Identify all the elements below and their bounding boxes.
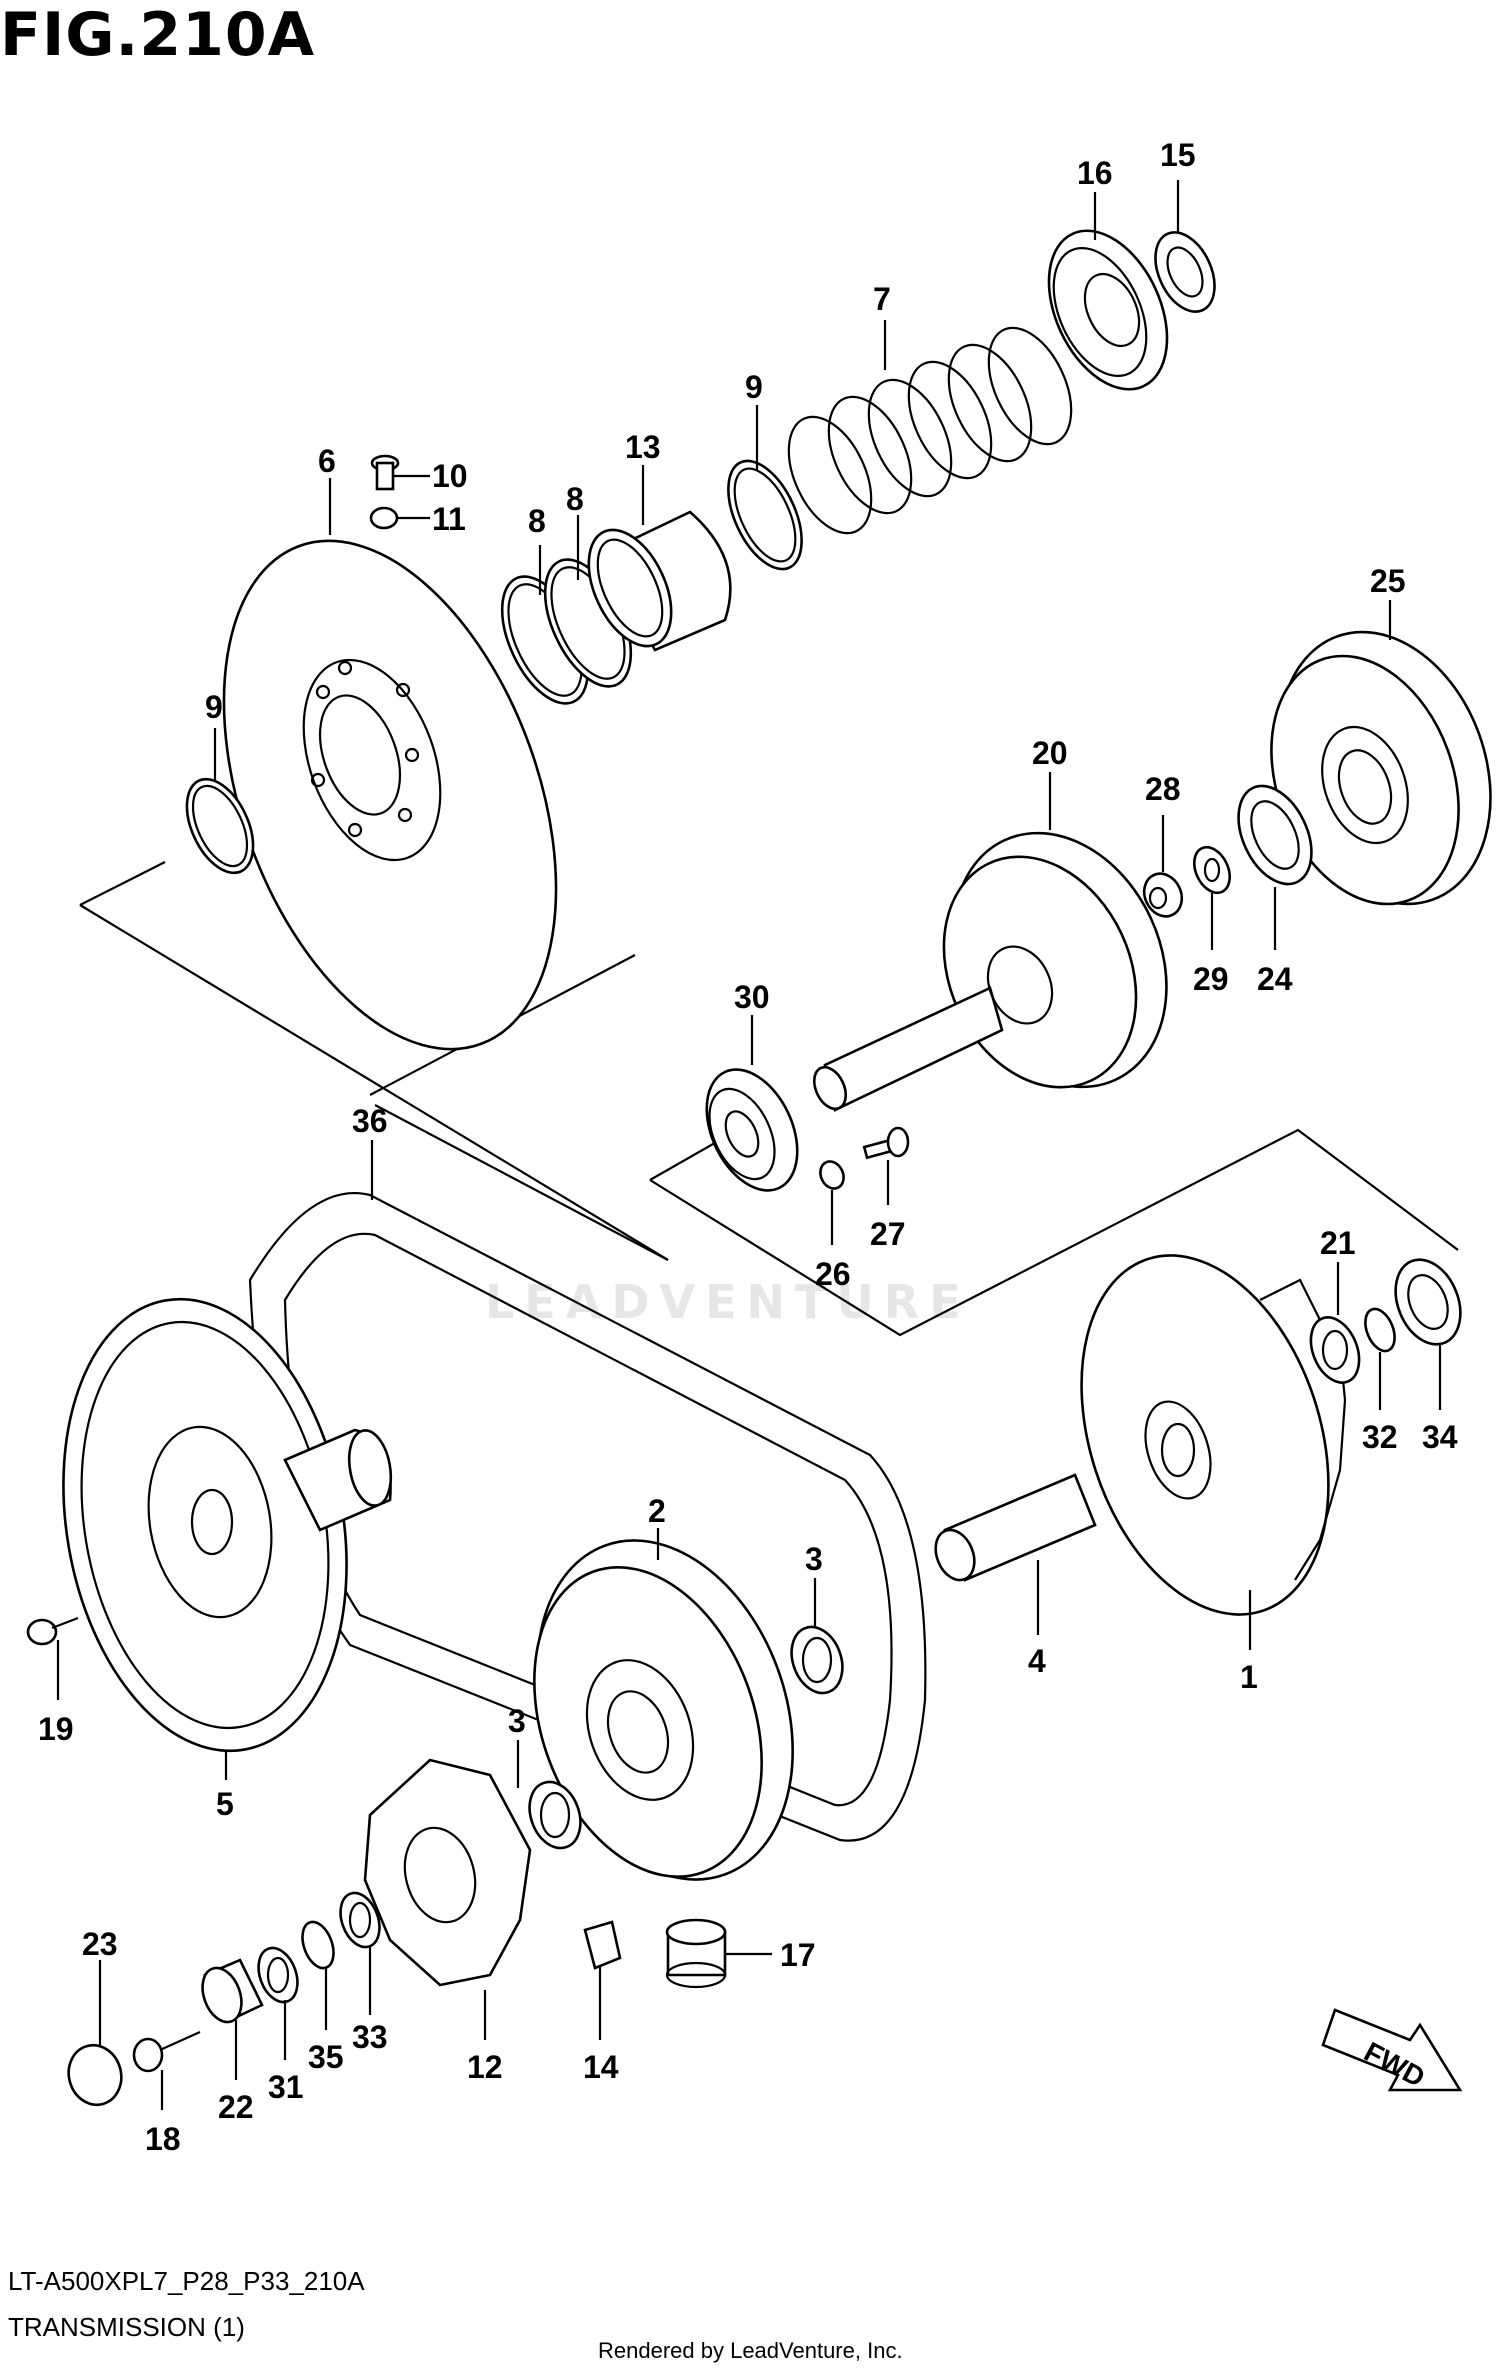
callout-20: 20 bbox=[1032, 735, 1068, 771]
callout-13: 13 bbox=[625, 429, 661, 465]
leader-lines bbox=[56, 180, 1442, 2110]
section-title: TRANSMISSION (1) bbox=[8, 2312, 245, 2342]
part-26-washer bbox=[819, 1160, 845, 1190]
callout-19: 19 bbox=[38, 1711, 74, 1747]
part-27-screw bbox=[862, 1126, 910, 1160]
part-32-o-ring bbox=[1364, 1307, 1396, 1353]
callout-4: 4 bbox=[1028, 1643, 1046, 1679]
callout-12: 12 bbox=[467, 2049, 503, 2085]
model-code: LT-A500XPL7_P28_P33_210A bbox=[8, 2266, 365, 2296]
callout-9-left: 9 bbox=[205, 689, 223, 725]
part-2-driven-pulley bbox=[533, 1539, 794, 1881]
callout-31: 31 bbox=[268, 2069, 304, 2105]
callout-8-right: 8 bbox=[566, 481, 584, 517]
watermark: LEADVENTURE bbox=[485, 1275, 971, 1329]
callout-35: 35 bbox=[308, 2039, 344, 2075]
part-3-bushing-lower bbox=[528, 1780, 582, 1850]
part-10-pin bbox=[370, 454, 400, 491]
callout-28: 28 bbox=[1145, 771, 1181, 807]
part-16-spring-seat bbox=[1047, 229, 1169, 391]
callout-26: 26 bbox=[815, 1256, 851, 1292]
callout-22: 22 bbox=[218, 2089, 254, 2125]
part-4-spacer bbox=[934, 1473, 1097, 1582]
callout-3-lower: 3 bbox=[508, 1703, 526, 1739]
callout-27: 27 bbox=[870, 1216, 906, 1252]
part-13-sleeve bbox=[587, 510, 732, 652]
figure-title: FIG.210A bbox=[0, 0, 316, 70]
callout-33: 33 bbox=[352, 2019, 388, 2055]
callout-15: 15 bbox=[1160, 137, 1196, 173]
part-9-ring-upper bbox=[727, 459, 803, 571]
part-24-bearing bbox=[1237, 784, 1313, 886]
part-28-bushing bbox=[1142, 872, 1184, 918]
part-18-bolt bbox=[132, 2030, 201, 2073]
render-credit: Rendered by LeadVenture, Inc. bbox=[598, 2338, 903, 2363]
part-23-cap bbox=[67, 2043, 123, 2107]
fwd-direction-arrow: FWD bbox=[1321, 2008, 1463, 2093]
callout-14: 14 bbox=[583, 2049, 619, 2085]
part-1-fixed-drive-face bbox=[1080, 1254, 1347, 1616]
callout-2: 2 bbox=[648, 1493, 666, 1529]
callout-7: 7 bbox=[873, 281, 891, 317]
callout-6: 6 bbox=[318, 443, 336, 479]
callout-16: 16 bbox=[1077, 155, 1113, 191]
callout-1: 1 bbox=[1240, 1659, 1258, 1695]
callout-3-upper: 3 bbox=[805, 1541, 823, 1577]
callout-29: 29 bbox=[1193, 961, 1229, 997]
callout-24: 24 bbox=[1257, 961, 1293, 997]
callout-11: 11 bbox=[432, 501, 466, 537]
assembly-boundary-lines bbox=[79, 861, 1459, 1337]
part-31-bearing bbox=[257, 1946, 299, 2004]
part-14-slider bbox=[583, 1920, 622, 1970]
callout-21: 21 bbox=[1320, 1225, 1356, 1261]
part-25-clutch-shoe bbox=[1270, 630, 1492, 906]
part-29-washer bbox=[1193, 845, 1231, 895]
part-19-bolt bbox=[26, 1616, 79, 1646]
part-17-collar bbox=[665, 1918, 727, 1989]
part-35-o-ring bbox=[301, 1920, 335, 1970]
callout-30: 30 bbox=[734, 979, 770, 1015]
part-12-torque-cam bbox=[363, 1758, 532, 1987]
callout-17: 17 bbox=[780, 1937, 816, 1973]
part-34-oil-seal bbox=[1394, 1258, 1462, 1346]
callout-10: 10 bbox=[432, 458, 468, 494]
part-21-bearing bbox=[1309, 1316, 1361, 1384]
part-11-washer bbox=[369, 506, 399, 530]
callout-36: 36 bbox=[352, 1103, 388, 1139]
part-5-driven-face bbox=[62, 1297, 393, 1753]
part-7-spring bbox=[787, 326, 1073, 535]
callout-labels: 6 10 11 8 8 13 9 7 16 15 9 25 20 28 29 2… bbox=[38, 137, 1458, 2157]
callout-5: 5 bbox=[216, 1786, 234, 1822]
callout-18: 18 bbox=[145, 2121, 181, 2157]
part-30-bearing bbox=[705, 1068, 799, 1192]
callout-23: 23 bbox=[82, 1926, 118, 1962]
part-9-ring-left bbox=[185, 777, 255, 875]
callout-32: 32 bbox=[1362, 1419, 1398, 1455]
callout-25: 25 bbox=[1370, 563, 1406, 599]
part-15-nut bbox=[1154, 231, 1216, 313]
part-3-bushing-upper bbox=[790, 1625, 844, 1695]
callout-8-left: 8 bbox=[528, 503, 546, 539]
callout-34: 34 bbox=[1422, 1419, 1458, 1455]
part-22-collar bbox=[201, 1958, 264, 2024]
part-20-clutch-housing bbox=[812, 831, 1168, 1112]
callout-9-upper: 9 bbox=[745, 369, 763, 405]
